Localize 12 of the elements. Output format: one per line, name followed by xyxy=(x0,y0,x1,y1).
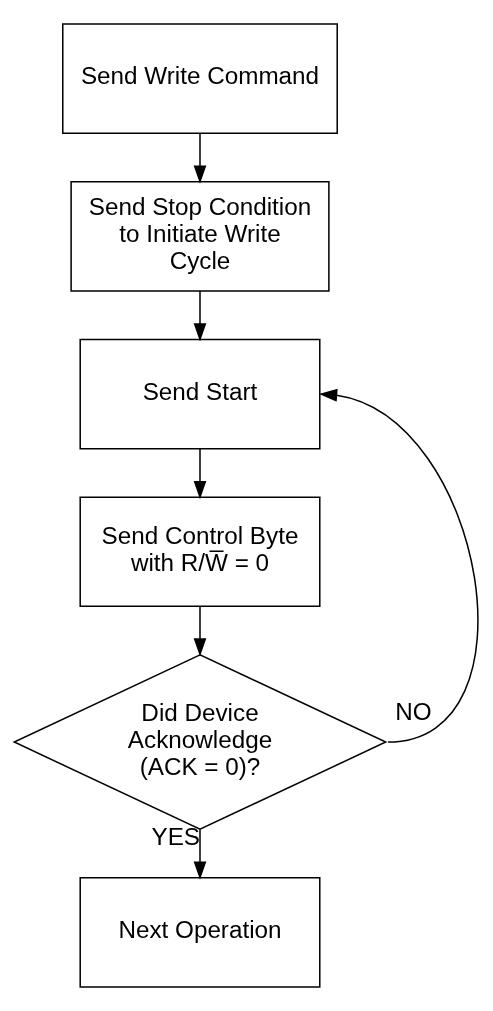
arrow xyxy=(319,388,479,743)
node-box: Send Control Byte with R/W̅ = 0 xyxy=(79,496,321,608)
node-box: Send Write Command xyxy=(62,23,338,134)
arrow xyxy=(193,828,207,880)
arrow xyxy=(193,290,207,342)
edge-label: NO xyxy=(395,697,432,725)
arrow xyxy=(193,605,207,657)
node-box: Next Operation xyxy=(79,877,321,988)
arrow xyxy=(193,132,207,184)
arrow xyxy=(193,448,207,500)
node-box: Send Stop Condition to Initiate Write Cycle xyxy=(70,181,330,292)
node-box: Send Start xyxy=(79,338,321,450)
